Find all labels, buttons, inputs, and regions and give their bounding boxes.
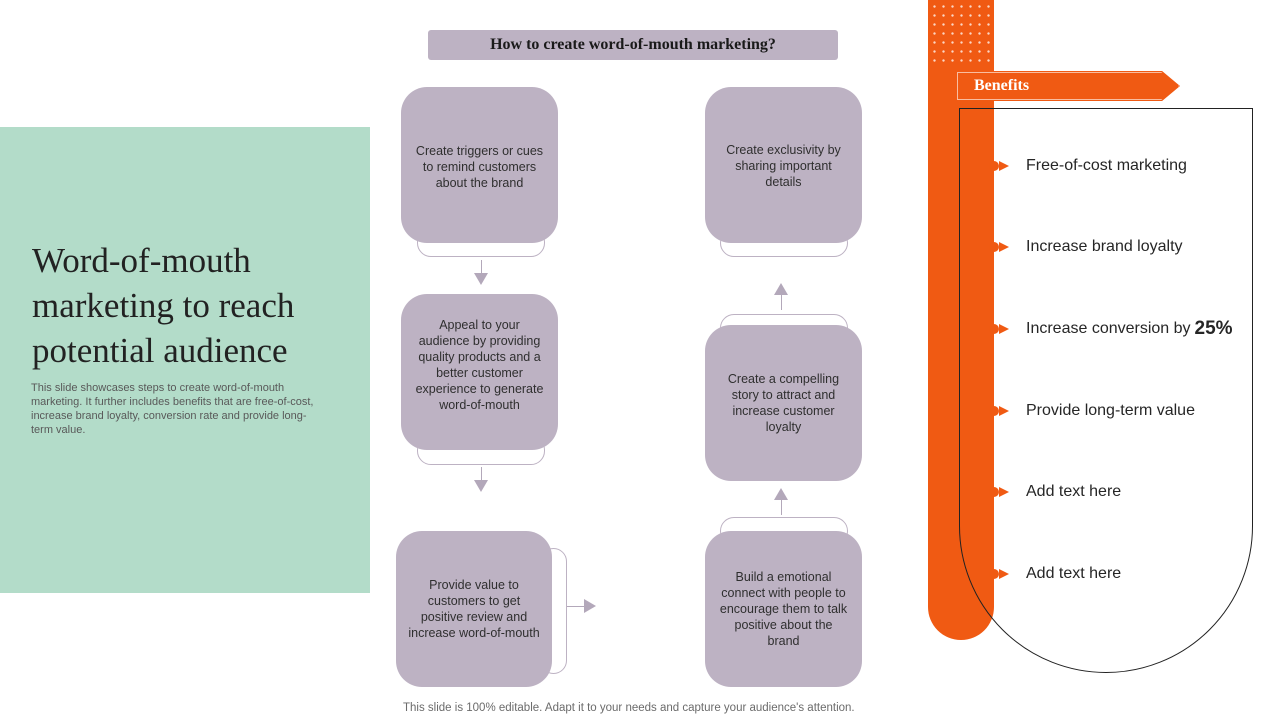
flow-step-card: Create a compelling story to attract and… xyxy=(705,325,862,481)
benefit-text: Free-of-cost marketing xyxy=(1026,157,1187,174)
flow-step-card: Build a emotional connect with people to… xyxy=(705,531,862,687)
flow-step-text: Provide value to customers to get positi… xyxy=(408,578,540,640)
benefit-item: Free-of-cost marketing xyxy=(988,154,1187,178)
footer-note: This slide is 100% editable. Adapt it to… xyxy=(403,702,855,714)
arrow-bullet-icon xyxy=(988,567,1012,581)
arrow-right-icon xyxy=(567,599,597,614)
arrow-bullet-icon xyxy=(988,485,1012,499)
benefit-text: Add text here xyxy=(1026,483,1122,500)
flow-step-text: Create triggers or cues to remind custom… xyxy=(415,144,544,190)
arrow-bullet-icon xyxy=(988,322,1012,336)
flow-step-text: Build a emotional connect with people to… xyxy=(719,570,848,648)
benefit-text: Provide long-term value xyxy=(1026,402,1195,419)
arrow-down-icon xyxy=(474,467,489,493)
benefit-item: Provide long-term value xyxy=(988,399,1195,423)
benefit-item: Add text here xyxy=(988,562,1121,586)
benefit-item: Increase brand loyalty xyxy=(988,235,1183,259)
arrow-bullet-icon xyxy=(988,240,1012,254)
flow-step-text: Create exclusivity by sharing important … xyxy=(726,143,841,189)
benefit-item: Increase conversion by 25% xyxy=(988,317,1233,341)
flow-step-card: Create exclusivity by sharing important … xyxy=(705,87,862,243)
benefit-text: Increase conversion by xyxy=(1026,320,1191,337)
dot-pattern xyxy=(928,0,994,62)
slide-title: Word-of-mouth marketing to reach potenti… xyxy=(32,241,295,370)
title-panel xyxy=(0,127,370,593)
flow-step-card: Appeal to your audience by providing qua… xyxy=(401,294,558,450)
benefits-label: Benefits xyxy=(974,77,1030,94)
benefit-text: Add text here xyxy=(1026,565,1122,582)
benefits-panel xyxy=(959,108,1253,673)
arrow-down-icon xyxy=(474,260,489,286)
benefit-highlight-value: 25% xyxy=(1194,318,1233,339)
flow-step-text: Create a compelling story to attract and… xyxy=(727,372,840,434)
arrow-up-icon xyxy=(774,488,789,515)
slide-description: This slide showcases steps to create wor… xyxy=(31,382,314,436)
arrow-bullet-icon xyxy=(988,404,1012,418)
arrow-up-icon xyxy=(774,283,789,310)
flow-step-text: Appeal to your audience by providing qua… xyxy=(415,318,544,412)
benefits-tag xyxy=(956,71,1180,101)
arrow-bullet-icon xyxy=(988,159,1012,173)
benefit-item: Add text here xyxy=(988,480,1121,504)
benefit-text: Increase brand loyalty xyxy=(1026,238,1183,255)
flow-step-card: Create triggers or cues to remind custom… xyxy=(401,87,558,243)
flow-step-card: Provide value to customers to get positi… xyxy=(396,531,552,687)
flow-header: How to create word-of-mouth marketing? xyxy=(428,30,838,60)
